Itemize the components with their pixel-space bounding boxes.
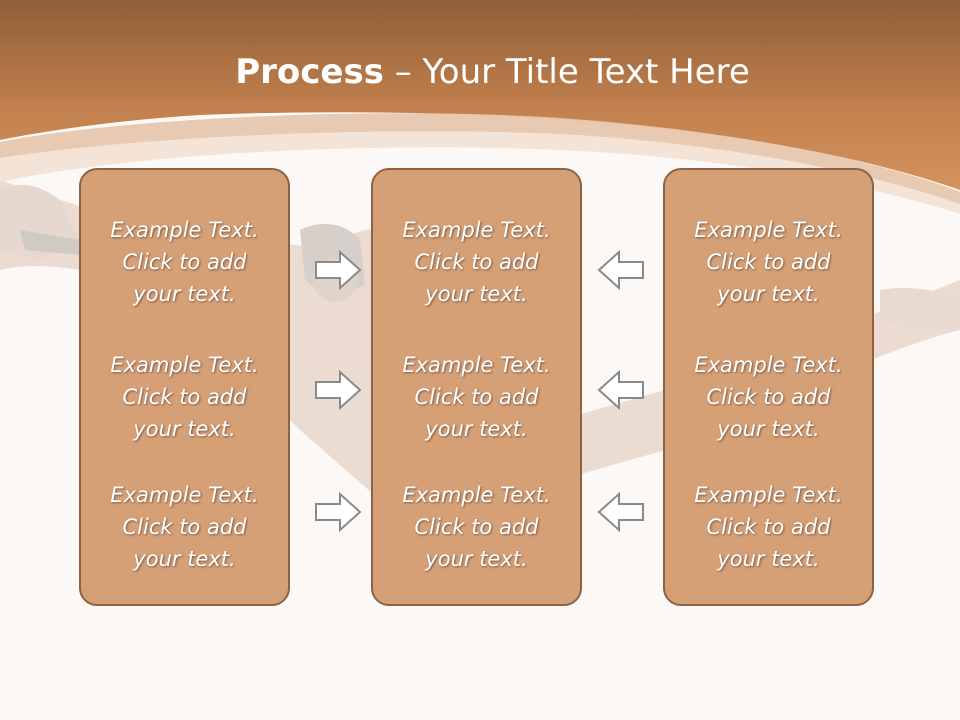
panel-line: your text. <box>425 417 528 441</box>
swoosh-white <box>0 131 960 214</box>
panel-line: your text. <box>425 547 528 571</box>
panel-line: Click to add <box>122 385 247 409</box>
panel-text-block[interactable]: Example Text. Click to add your text. <box>665 214 872 310</box>
panel-line: Example Text. <box>110 353 259 377</box>
title-bold: Process <box>235 52 384 92</box>
title-rest: – Your Title Text Here <box>383 52 750 92</box>
right-arrow-icon <box>315 250 362 290</box>
panel-line: Example Text. <box>110 218 259 242</box>
panel-line: Example Text. <box>694 483 843 507</box>
left-arrow-icon <box>597 492 644 532</box>
process-panel-center[interactable]: Example Text. Click to add your text. Ex… <box>371 168 582 606</box>
panel-line: Click to add <box>414 385 539 409</box>
panel-text-block[interactable]: Example Text. Click to add your text. <box>373 479 580 575</box>
panel-line: Click to add <box>706 515 831 539</box>
right-arrow-icon <box>315 370 362 410</box>
panel-line: Click to add <box>414 515 539 539</box>
panel-line: your text. <box>717 282 820 306</box>
slide-title[interactable]: Process – Your Title Text Here <box>0 52 960 92</box>
panel-text-block[interactable]: Example Text. Click to add your text. <box>373 214 580 310</box>
panel-line: Example Text. <box>110 483 259 507</box>
panel-line: Click to add <box>706 250 831 274</box>
panel-text-block[interactable]: Example Text. Click to add your text. <box>81 349 288 445</box>
panel-line: Click to add <box>414 250 539 274</box>
panel-line: Example Text. <box>402 353 551 377</box>
panel-line: your text. <box>133 547 236 571</box>
process-panel-left[interactable]: Example Text. Click to add your text. Ex… <box>79 168 290 606</box>
left-arrow-icon <box>597 250 644 290</box>
panel-line: your text. <box>133 282 236 306</box>
panel-line: your text. <box>717 417 820 441</box>
panel-line: Example Text. <box>694 218 843 242</box>
panel-line: Click to add <box>706 385 831 409</box>
panel-text-block[interactable]: Example Text. Click to add your text. <box>81 479 288 575</box>
panel-line: your text. <box>717 547 820 571</box>
panel-line: Example Text. <box>402 218 551 242</box>
process-panel-right[interactable]: Example Text. Click to add your text. Ex… <box>663 168 874 606</box>
panel-line: your text. <box>133 417 236 441</box>
panel-line: your text. <box>425 282 528 306</box>
panel-line: Example Text. <box>694 353 843 377</box>
panel-line: Example Text. <box>402 483 551 507</box>
header-band <box>0 0 960 190</box>
panel-line: Click to add <box>122 515 247 539</box>
panel-text-block[interactable]: Example Text. Click to add your text. <box>665 349 872 445</box>
panel-text-block[interactable]: Example Text. Click to add your text. <box>665 479 872 575</box>
left-arrow-icon <box>597 370 644 410</box>
panel-text-block[interactable]: Example Text. Click to add your text. <box>81 214 288 310</box>
right-arrow-icon <box>315 492 362 532</box>
panel-text-block[interactable]: Example Text. Click to add your text. <box>373 349 580 445</box>
panel-line: Click to add <box>122 250 247 274</box>
